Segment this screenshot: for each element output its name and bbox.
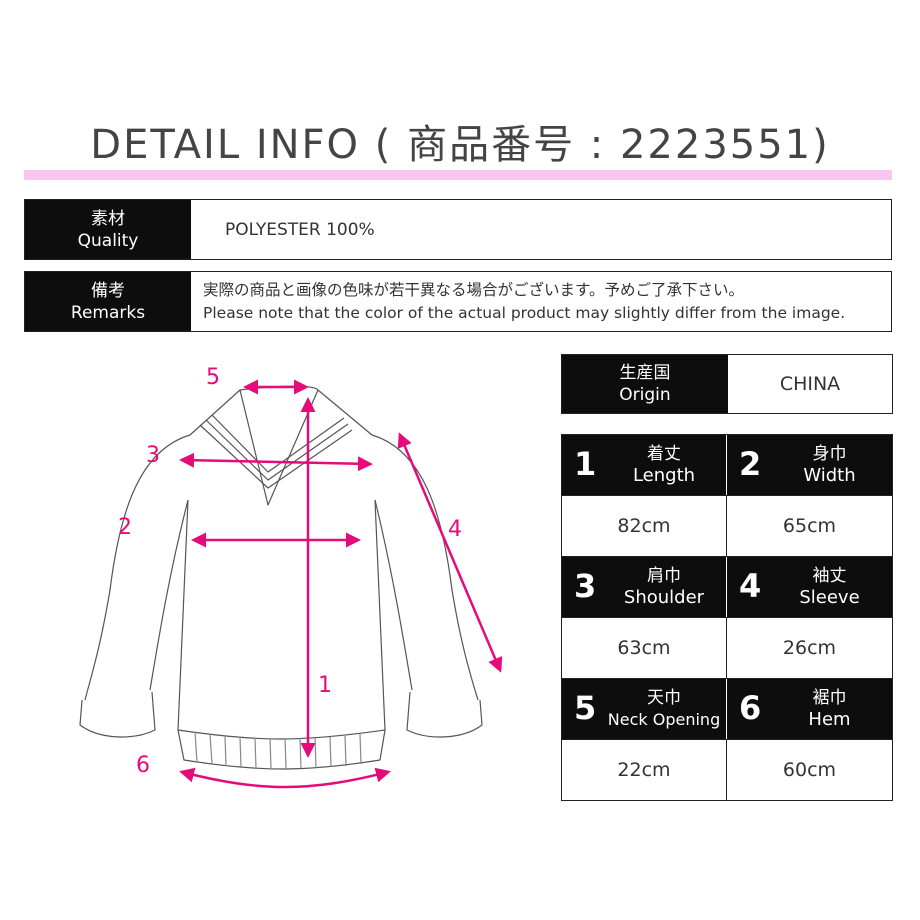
diagram-label-4: 4 [448,517,462,542]
measurement-label-jp: 袖丈 [812,566,847,586]
measurement-value-row-3: 22cm 60cm [562,739,892,800]
left-sleeve-outer [84,434,191,701]
measurement-number: 2 [739,445,762,483]
measurement-number: 4 [739,567,762,605]
collar-stripe-1 [199,424,353,489]
left-sleeve-inner [149,499,189,691]
width-value: 65cm [782,515,837,537]
garment-diagram: 5 3 2 4 1 6 [79,365,503,789]
collar-stripe-2 [205,419,349,481]
hem-value: 60cm [782,759,837,781]
measurement-label-jp: 天巾 [647,688,681,708]
origin-value: CHINA [779,373,841,395]
origin-label-en: Origin [619,385,671,405]
quality-label: 素材 Quality [25,200,191,259]
length-value: 82cm [617,515,671,537]
sleeve-value: 26cm [782,637,837,659]
sailor-collar [189,389,373,506]
measurement-label-en: Length [632,465,696,486]
quality-label-jp: 素材 [91,208,125,229]
body-side [177,499,386,740]
right-sleeve-inner [374,499,413,691]
hem-band [177,729,386,770]
measurement-label-en: Hem [808,709,851,730]
right-cuff [406,691,483,738]
neck-opening-value: 22cm [617,759,671,781]
measurement-value-row-2: 63cm 26cm [562,617,892,679]
quality-value-cell: POLYESTER 100% [191,200,891,259]
measurement-label-en: Width [803,465,856,486]
remarks-line-en: Please note that the color of the actual… [203,303,846,322]
measurement-label-jp: 裾巾 [812,688,847,708]
diagram-label-1: 1 [318,673,332,698]
diagram-label-3: 3 [146,443,160,468]
diagram-label-2: 2 [118,515,132,540]
title-underline [24,170,892,180]
sweater-outline [79,385,483,770]
origin-row: 生産国 Origin CHINA [561,354,893,414]
quality-value: POLYESTER 100% [225,219,375,240]
origin-label: 生産国 Origin [562,355,728,413]
measurement-label-jp: 肩巾 [647,566,681,586]
measurement-number: 1 [574,445,597,483]
page-title: DETAIL INFO ( 商品番号 : 2223551) [90,122,830,168]
remarks-label: 備考 Remarks [25,272,191,331]
measure-arrow-3 [179,452,373,472]
measurement-label-en: Sleeve [799,587,860,608]
hem-ribbing [194,731,362,769]
origin-label-jp: 生産国 [619,363,671,383]
remarks-line-jp: 実際の商品と画像の色味が若干異なる場合がございます。予めご了承下さい。 [203,280,744,299]
remarks-label-jp: 備考 [91,280,125,301]
quality-label-en: Quality [77,230,139,251]
measurement-label-jp: 身巾 [812,444,847,464]
measure-arrow-4 [397,432,503,673]
measurement-number: 3 [574,567,597,605]
measurement-value-row-1: 82cm 65cm [562,495,892,557]
measurement-header-neck: 5 天巾 Neck Opening [562,679,727,739]
measurement-label-en: Neck Opening [607,710,721,729]
measurement-number: 6 [739,689,762,727]
shoulder-value: 63cm [617,637,671,659]
measurement-label-jp: 着丈 [647,444,681,464]
measurement-label-en: Shoulder [623,587,705,608]
quality-row: 素材 Quality POLYESTER 100% [24,199,892,260]
diagram-label-6: 6 [136,753,150,778]
collar-stripe-3 [211,414,345,473]
measurement-number: 5 [574,689,597,727]
remarks-row: 備考 Remarks 実際の商品と画像の色味が若干異なる場合がございます。予めご… [24,271,892,332]
left-cuff [79,691,156,738]
right-sleeve-outer [371,434,479,701]
remarks-value-cell: 実際の商品と画像の色味が若干異なる場合がございます。予めご了承下さい。 Plea… [191,272,891,331]
diagram-label-5: 5 [206,365,220,390]
measure-arrow-6 [179,767,391,789]
remarks-label-en: Remarks [70,302,146,323]
